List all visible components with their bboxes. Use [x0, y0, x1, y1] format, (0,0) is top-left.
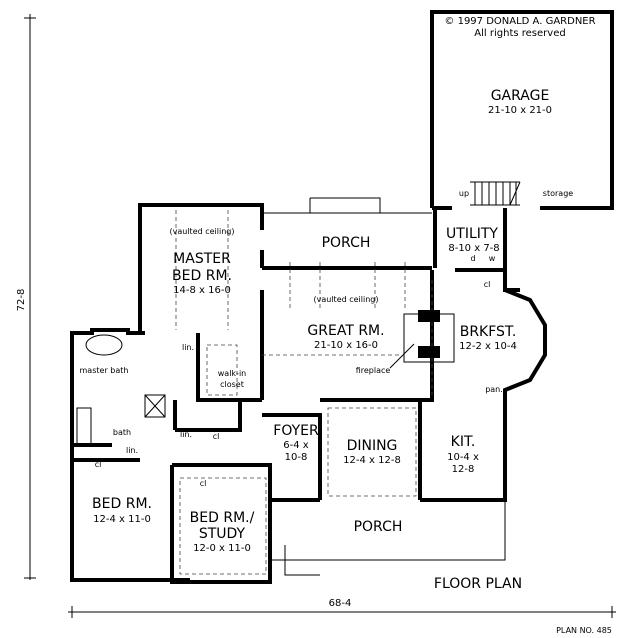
- foyer-closet-label: cl: [200, 479, 207, 488]
- copyright-line1: © 1997 DONALD A. GARDNER: [444, 16, 595, 27]
- fireplace-leader: [389, 343, 415, 369]
- shower-icon: [144, 394, 166, 418]
- master-name-line1: MASTER: [173, 251, 231, 267]
- stairs-icon: [470, 181, 521, 206]
- bath-linen2: lin.: [126, 446, 138, 455]
- depth-dimension-line: [24, 14, 36, 580]
- walk-in-closet-line2: closet: [220, 380, 244, 389]
- study-name-line2: STUDY: [199, 526, 246, 542]
- study-name-line1: BED RM./: [190, 510, 255, 526]
- master-ceiling-note: (vaulted ceiling): [170, 227, 235, 236]
- bed-rm-name: BED RM.: [92, 496, 152, 512]
- master-dims: 14-8 x 16-0: [173, 285, 231, 296]
- storage-label: storage: [543, 189, 573, 198]
- great-room-name: GREAT RM.: [307, 323, 384, 339]
- washer-label: w: [489, 254, 496, 263]
- bath-linen1: lin.: [180, 430, 192, 439]
- bathtub-icon: [76, 407, 92, 445]
- utility-name: UTILITY: [446, 226, 498, 242]
- garage-dims: 21-10 x 21-0: [488, 105, 552, 116]
- plan-number: PLAN NO. 485: [556, 626, 612, 635]
- porch-rails: [262, 197, 506, 576]
- breakfast-dims: 12-2 x 10-4: [459, 341, 517, 352]
- tub-icon: [85, 334, 123, 356]
- stairs-up: up: [459, 189, 469, 198]
- rear-porch-name: PORCH: [322, 235, 371, 251]
- kitchen-dims-line2: 12-8: [452, 464, 475, 475]
- great-ceiling-note: (vaulted ceiling): [314, 295, 379, 304]
- walls: [70, 10, 614, 584]
- bath-closet-label: cl: [213, 432, 220, 441]
- kitchen-name: KIT.: [451, 434, 476, 450]
- fireplace-icon: [403, 310, 455, 363]
- depth-dimension: 72-8: [16, 289, 27, 312]
- bed-rm-dims: 12-4 x 11-0: [93, 514, 151, 525]
- bath-name: bath: [113, 428, 131, 437]
- copyright-line2: All rights reserved: [474, 28, 565, 39]
- garage-name: GARAGE: [491, 88, 550, 104]
- utility-closet-label: cl: [484, 280, 491, 289]
- kitchen-dims-line1: 10-4 x: [447, 452, 479, 463]
- front-porch-name: PORCH: [354, 519, 403, 535]
- study-dims: 12-0 x 11-0: [193, 543, 251, 554]
- foyer-name: FOYER: [273, 423, 319, 439]
- width-dimension: 68-4: [329, 598, 352, 609]
- ceiling-lines: [175, 210, 433, 575]
- dining-name: DINING: [347, 438, 398, 454]
- floor-plan-title: FLOOR PLAN: [434, 576, 522, 592]
- fireplace-label: fireplace: [356, 366, 391, 375]
- foyer-dims-line2: 10-8: [285, 452, 308, 463]
- dining-dims: 12-4 x 12-8: [343, 455, 401, 466]
- master-linen-label: lin.: [182, 343, 194, 352]
- foyer-dims-line1: 6-4 x: [283, 440, 309, 451]
- walk-in-closet-line1: walk-in: [218, 369, 246, 378]
- bed-closet-label: cl: [95, 460, 102, 469]
- breakfast-name: BRKFST.: [460, 324, 517, 340]
- master-bath-name: master bath: [80, 366, 129, 375]
- pantry-label: pan.: [485, 385, 503, 394]
- great-room-dims: 21-10 x 16-0: [314, 340, 378, 351]
- utility-dims: 8-10 x 7-8: [448, 243, 499, 254]
- master-name-line2: BED RM.: [172, 268, 232, 284]
- dryer-label: d: [470, 254, 475, 263]
- width-dimension-line: [68, 606, 616, 618]
